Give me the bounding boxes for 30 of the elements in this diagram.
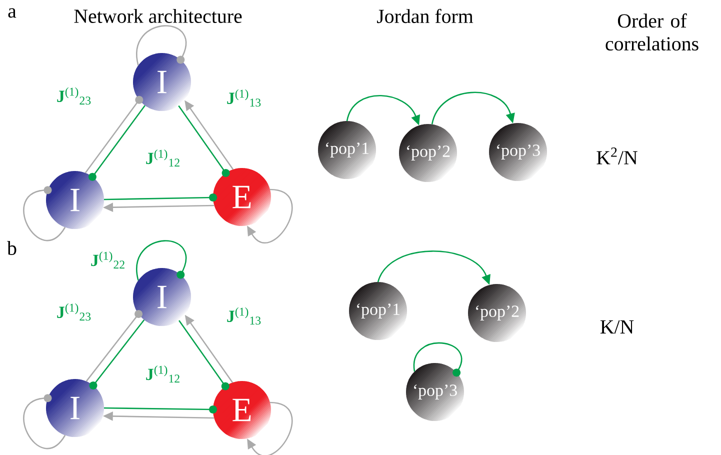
edge-label: J$^{(1)}$12 bbox=[144, 148, 182, 168]
column-heading: Jordan form bbox=[377, 8, 474, 24]
arrow bbox=[23, 394, 66, 449]
arrow bbox=[247, 402, 293, 455]
panel-label: a bbox=[8, 8, 16, 18]
arrow bbox=[88, 105, 146, 181]
edge-label: J$^{(1)}$22 bbox=[89, 250, 127, 270]
panel-label: b bbox=[7, 240, 16, 255]
arrow bbox=[89, 319, 145, 390]
arrow bbox=[136, 25, 186, 66]
correlation-order: K$^{2}$/N bbox=[596, 148, 638, 164]
edge-label: J$^{(1)}$23 bbox=[55, 86, 93, 106]
arrow bbox=[86, 310, 143, 382]
correlation-order: K/N bbox=[600, 320, 634, 334]
edge-label: J$^{(1)}$13 bbox=[225, 88, 263, 108]
edge-label: J$^{(1)}$12 bbox=[144, 364, 182, 384]
arrow bbox=[247, 188, 293, 244]
arrow bbox=[178, 320, 230, 390]
arrow bbox=[84, 96, 144, 174]
arrow bbox=[104, 194, 217, 202]
arrow bbox=[414, 342, 462, 377]
arrow bbox=[23, 186, 66, 241]
arrow bbox=[431, 92, 515, 124]
edge-label: J$^{(1)}$13 bbox=[225, 306, 263, 326]
arrow bbox=[104, 406, 217, 414]
arrow bbox=[178, 105, 230, 177]
column-heading: Order of correlations bbox=[606, 13, 698, 51]
column-heading: Network architecture bbox=[74, 8, 242, 23]
edge-label: J$^{(1)}$23 bbox=[55, 302, 93, 322]
arrow bbox=[136, 240, 186, 280]
